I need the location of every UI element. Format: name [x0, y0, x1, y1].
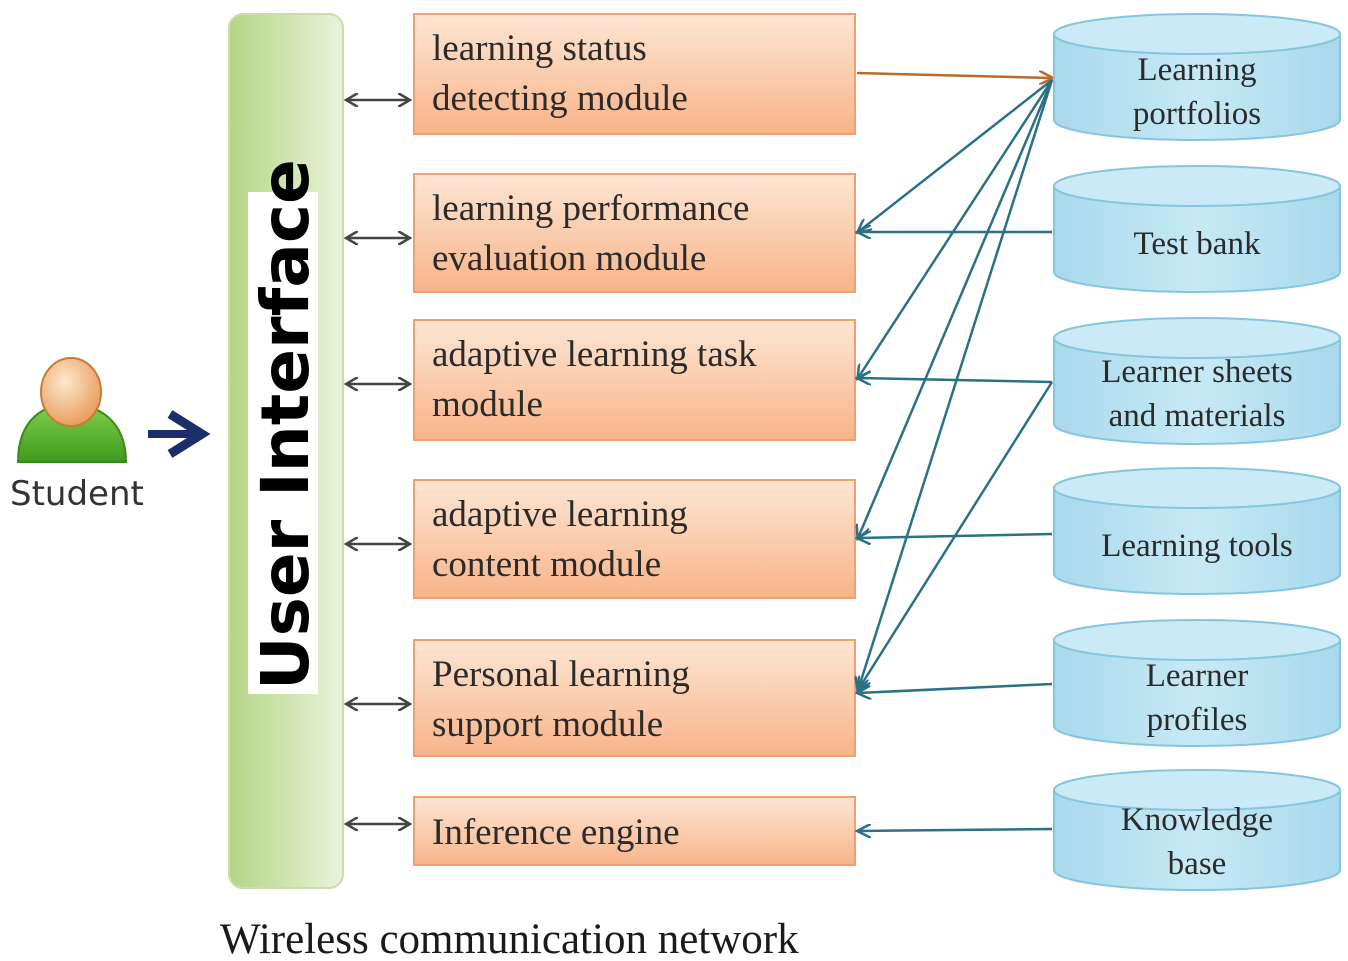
student-label: Student — [10, 474, 144, 514]
ui-module-connectors — [346, 100, 410, 824]
module-label: Personal learning — [432, 654, 690, 695]
database-test-bank: Test bank — [1053, 165, 1341, 293]
database-label: Learner sheets — [1101, 354, 1292, 390]
database-cylinders: Learning portfolios Test bank Learner sh… — [1053, 13, 1341, 891]
module-label: support module — [432, 704, 663, 745]
database-label: Learner — [1146, 658, 1249, 694]
module-label: adaptive learning — [432, 494, 688, 535]
module-label: content module — [432, 544, 661, 585]
module-label: adaptive learning task — [432, 334, 757, 375]
database-label: Learning — [1137, 52, 1256, 88]
user-interface-label: User Interface — [247, 159, 324, 690]
link-tools-to-content — [858, 534, 1053, 538]
module-adaptive-learning-content: adaptive learning content module — [413, 479, 856, 599]
database-label: portfolios — [1133, 96, 1261, 132]
caption: Wireless communication network — [220, 916, 799, 961]
module-learning-performance-evaluation: learning performance evaluation module — [413, 173, 856, 293]
database-label: Learning tools — [1101, 528, 1293, 564]
database-label: and materials — [1109, 398, 1286, 434]
module-inference-engine: Inference engine — [413, 796, 856, 866]
database-learner-profiles: Learner profiles — [1053, 619, 1341, 747]
link-knowledge-to-inference — [858, 829, 1053, 831]
module-label: Inference engine — [432, 812, 680, 853]
link-sheets-to-task — [858, 378, 1053, 382]
database-label: base — [1168, 846, 1227, 882]
link-portfolios-to-support — [858, 79, 1054, 690]
database-label: Test bank — [1134, 226, 1261, 262]
module-boxes: learning status detecting module learnin… — [413, 13, 856, 866]
link-portfolios-to-content — [858, 79, 1054, 538]
module-label: evaluation module — [432, 238, 706, 279]
database-links — [857, 73, 1052, 831]
database-knowledge-base: Knowledge base — [1053, 769, 1341, 891]
link-portfolios-to-task — [858, 79, 1054, 378]
database-label: Knowledge — [1121, 802, 1273, 838]
student-arrow — [148, 410, 211, 458]
module-label: learning status — [432, 28, 647, 69]
module-label: detecting module — [432, 78, 688, 119]
link-portfolios-to-evaluation — [858, 79, 1053, 232]
student-figure: Student — [10, 357, 144, 514]
database-learner-sheets: Learner sheets and materials — [1053, 317, 1341, 445]
database-label: profiles — [1147, 702, 1248, 738]
database-learning-portfolios: Learning portfolios — [1053, 13, 1341, 141]
student-icon — [16, 357, 128, 463]
module-label: module — [432, 384, 543, 425]
user-interface-bar: User Interface — [228, 13, 344, 889]
module-learning-status-detecting: learning status detecting module — [413, 13, 856, 135]
module-adaptive-learning-task: adaptive learning task module — [413, 319, 856, 441]
database-learning-tools: Learning tools — [1053, 467, 1341, 595]
module-label: learning performance — [432, 188, 749, 229]
link-status-to-portfolios — [856, 73, 1052, 78]
link-profiles-to-support — [858, 682, 1053, 693]
module-personal-learning-support: Personal learning support module — [413, 639, 856, 757]
